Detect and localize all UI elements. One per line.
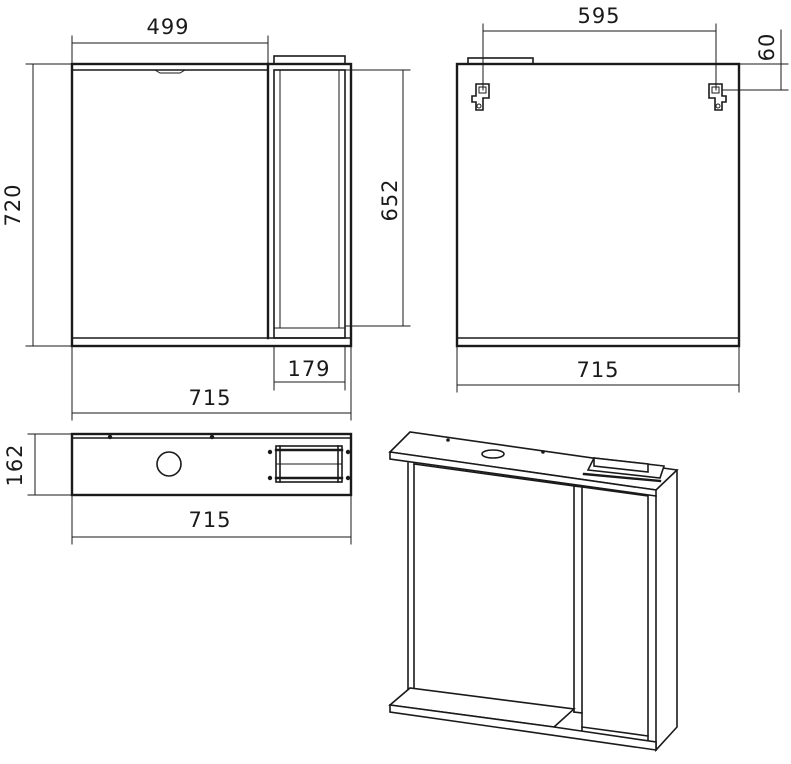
top-lamp-box (267, 445, 351, 483)
left-hanging-bracket (471, 83, 490, 111)
isometric-view (388, 431, 679, 753)
top-lamp (273, 55, 346, 65)
dim-back-total-width: 715 (576, 358, 619, 382)
top-screw-2 (209, 434, 215, 440)
top-view (70, 432, 353, 497)
iso-screw-2 (541, 450, 545, 454)
iso-right-side (655, 469, 678, 753)
front-body-outline (70, 62, 353, 348)
open-shelf-inner (279, 69, 340, 329)
back-dimensions: 595 60 715 (456, 4, 789, 393)
top-cable-hole (156, 451, 182, 477)
back-body-outline (455, 62, 741, 348)
iso-door-panel (413, 463, 575, 713)
back-top-lamp (467, 57, 534, 65)
dim-front-height: 720 (1, 183, 25, 226)
iso-shelf-inner (581, 486, 649, 741)
iso-screw-1 (446, 438, 450, 442)
dim-back-bracket-offset: 60 (755, 33, 779, 62)
iso-lamp (582, 457, 666, 483)
iso-bottom-plinth-front (389, 704, 657, 751)
back-view (455, 57, 741, 348)
iso-left-side (407, 462, 415, 696)
dim-front-door-width: 499 (146, 15, 189, 39)
right-hanging-bracket (708, 83, 727, 111)
dim-front-total-width: 715 (188, 386, 231, 410)
door-handle-notch (154, 69, 186, 74)
top-outline (70, 432, 353, 497)
dim-top-total-width: 715 (188, 508, 231, 532)
dim-shelf-width: 179 (287, 357, 330, 381)
iso-shelf-bottom (581, 726, 649, 737)
front-view (70, 55, 353, 348)
dim-back-bracket-spacing: 595 (577, 4, 620, 28)
iso-cable-hole (481, 449, 505, 459)
dim-shelf-height: 652 (378, 178, 402, 221)
top-screw-1 (107, 434, 113, 440)
open-shelf-frame (273, 69, 346, 339)
top-dimensions: 162 715 (3, 433, 352, 545)
front-dimensions: 499 720 652 179 715 (1, 15, 411, 421)
dim-top-depth: 162 (3, 443, 27, 486)
iso-divider (573, 485, 583, 736)
